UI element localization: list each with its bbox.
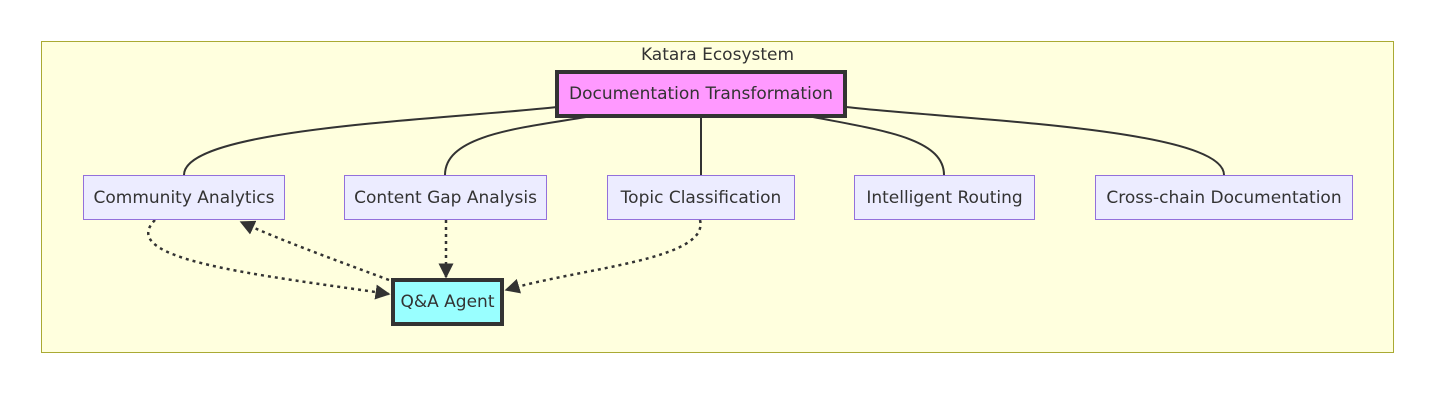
node-topic-classification-label: Topic Classification [620,187,782,208]
node-community-analytics-label: Community Analytics [93,187,275,208]
node-cross-chain-documentation-label: Cross-chain Documentation [1106,187,1342,208]
edge-main-to-crosschain [845,106,1225,176]
node-topic-classification[interactable]: Topic Classification [607,175,795,220]
edge-main-to-content-gap [444,116,587,176]
node-community-analytics[interactable]: Community Analytics [83,175,285,220]
node-documentation-transformation-label: Documentation Transformation [569,84,833,104]
cluster-title: Katara Ecosystem [640,45,795,65]
edge-agent-to-community [239,220,390,282]
edge-main-to-routing [812,116,945,176]
node-intelligent-routing-label: Intelligent Routing [866,187,1023,208]
node-qa-agent-label: Q&A Agent [400,292,495,312]
edge-topic-to-agent [504,219,702,294]
node-content-gap-analysis-label: Content Gap Analysis [354,187,537,208]
edge-main-to-community [183,106,558,176]
node-content-gap-analysis[interactable]: Content Gap Analysis [344,175,547,220]
node-documentation-transformation[interactable]: Documentation Transformation [555,70,847,118]
node-qa-agent[interactable]: Q&A Agent [391,278,504,326]
node-intelligent-routing[interactable]: Intelligent Routing [854,175,1035,220]
edge-community-to-agent [147,219,391,300]
node-cross-chain-documentation[interactable]: Cross-chain Documentation [1095,175,1353,220]
